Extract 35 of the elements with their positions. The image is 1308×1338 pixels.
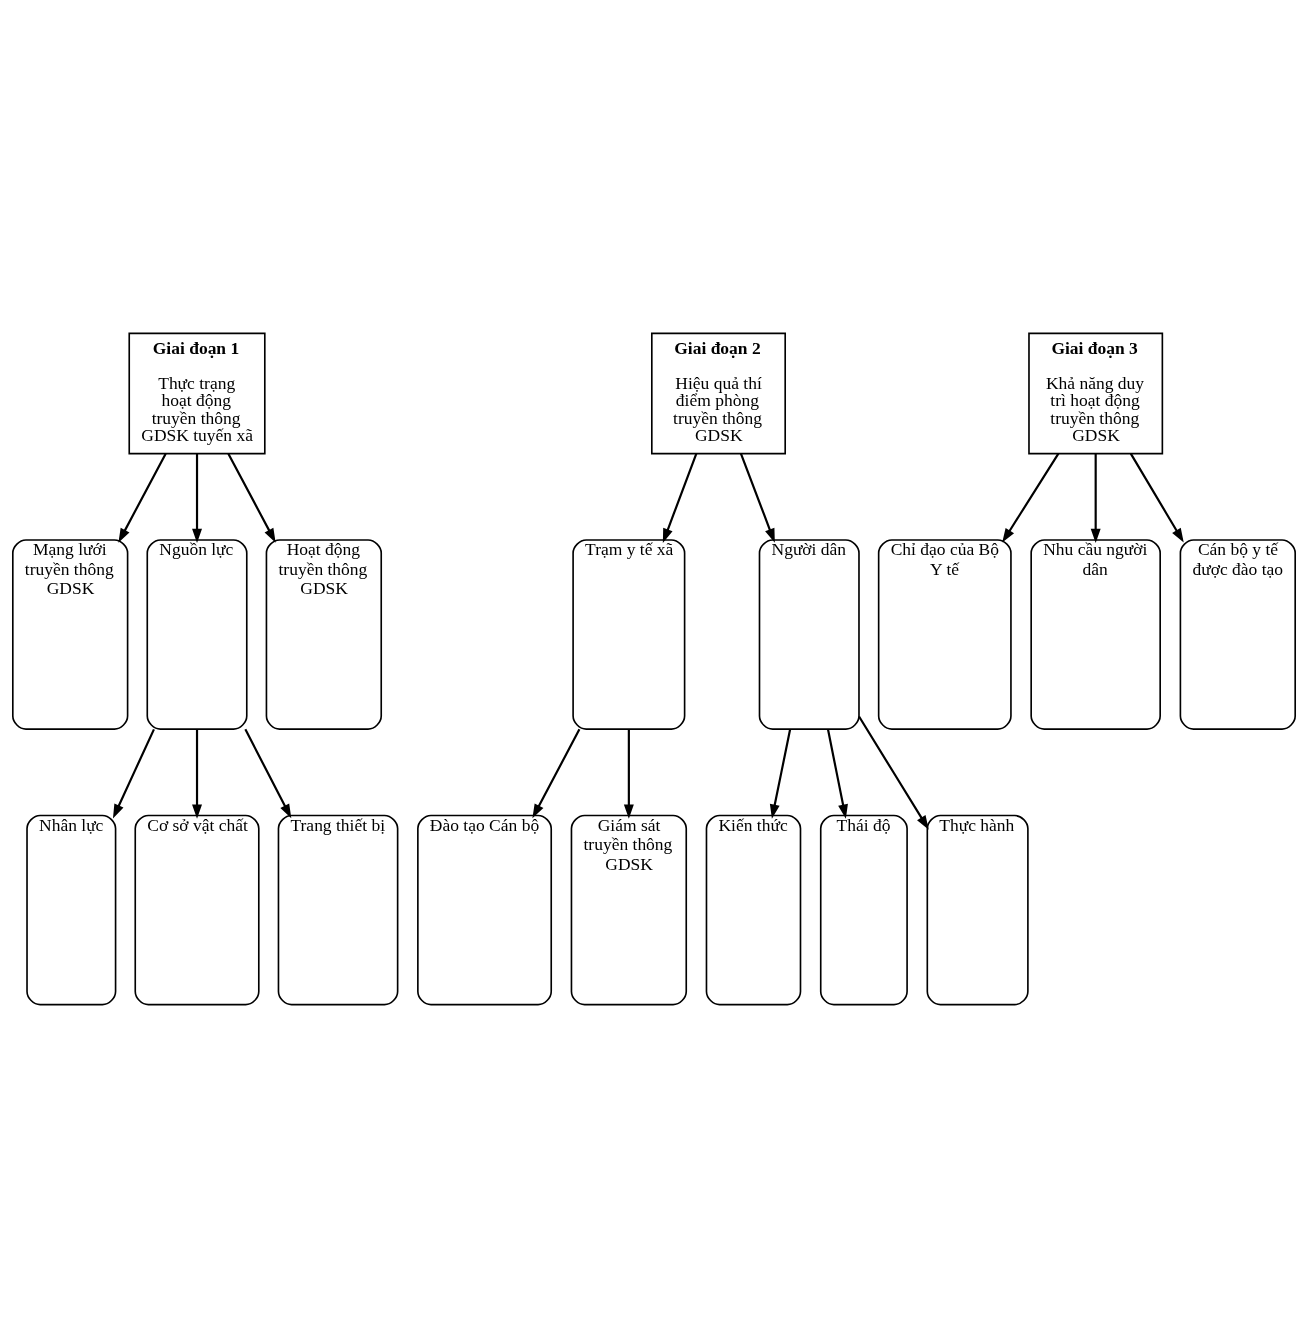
node-box: Hoạt động truyền thông GDSK: [265, 539, 383, 730]
arrow: [826, 729, 848, 819]
arrow: [662, 453, 698, 543]
node-box: Giám sát truyền thông GDSK: [570, 814, 688, 1006]
arrow: [1002, 453, 1060, 543]
node-box: Nhân lực: [26, 814, 117, 1006]
arrow: [244, 728, 292, 819]
node-box: Trang thiết bị: [277, 814, 399, 1006]
arrow: [192, 453, 202, 544]
node-box: Đào tạo Cán bộ: [417, 814, 553, 1006]
node-box: Giai đoạn 2 Hiệu quả thí điểm phòng truyền thông GDSK: [651, 332, 786, 455]
node-box: Giai đoạn 3 Khả năng duy trì hoạt động truyền thông GDSK: [1028, 332, 1164, 455]
node-box: Trạm y tế xã: [572, 539, 686, 730]
node-box: Thực hành: [926, 814, 1029, 1006]
node-box: Giai đoạn 1 Thực trạng hoạt động truyền thông GDSK tuyến xã: [128, 332, 266, 455]
arrow: [1129, 453, 1184, 543]
arrow: [118, 453, 167, 543]
arrow: [532, 728, 581, 819]
node-box: Thái độ: [819, 814, 908, 1006]
arrow: [112, 728, 155, 819]
arrow: [739, 453, 775, 543]
arrow: [192, 729, 202, 819]
arrow: [769, 729, 792, 819]
arrow: [1090, 453, 1101, 544]
node-box: Chỉ đạo của Bộ Y tế: [877, 539, 1012, 730]
node-box: Nguồn lực: [146, 539, 248, 730]
arrow: [623, 729, 634, 819]
node-box: Người dân: [758, 539, 860, 730]
node-box: Cán bộ y tế được đào tạo: [1179, 539, 1296, 730]
node-box: Nhu cầu người dân: [1030, 539, 1161, 730]
node-box: Cơ sở vật chất: [134, 814, 260, 1006]
node-box: Kiến thức: [705, 814, 802, 1006]
node-box: Mạng lưới truyền thông GDSK: [12, 539, 129, 730]
arrow: [227, 453, 276, 543]
arrow: [858, 715, 929, 830]
